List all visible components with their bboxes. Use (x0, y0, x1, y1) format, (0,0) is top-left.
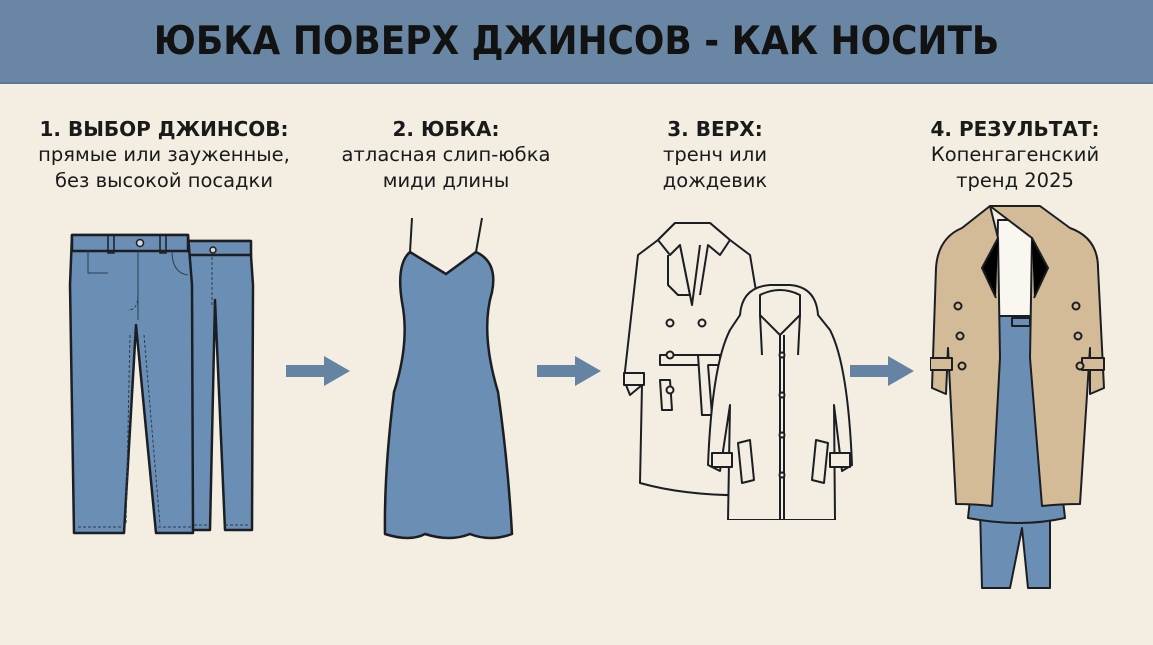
header-banner: ЮБКА ПОВЕРХ ДЖИНСОВ - КАК НОСИТЬ (0, 0, 1153, 84)
step-2-title: 2. ЮБКА: (392, 117, 500, 141)
trench-and-raincoat-illustration-icon (623, 222, 853, 520)
result-outfit-illustration-icon (930, 205, 1105, 589)
arrow-right-icon (537, 356, 601, 386)
step-3-line1: тренч или (662, 143, 767, 166)
arrow-right-icon (850, 356, 914, 386)
step-2-line2: миди длины (382, 169, 510, 192)
step-3-caption: 3. ВЕРХ: тренч или дождевик (640, 116, 790, 194)
step-1-line2: без высокой посадки (55, 169, 273, 192)
step-2-caption: 2. ЮБКА: атласная слип-юбка миди длины (330, 116, 562, 194)
step-1-caption: 1. ВЫБОР ДЖИНСОВ: прямые или зауженные, … (0, 116, 328, 194)
arrow-right-icon (286, 356, 350, 386)
step-1-line1: прямые или зауженные, (38, 143, 290, 166)
step-1-title: 1. ВЫБОР ДЖИНСОВ: (39, 117, 289, 141)
slip-skirt-illustration-icon (383, 217, 514, 540)
step-4-caption: 4. РЕЗУЛЬТАТ: Копенгагенский тренд 2025 (900, 116, 1130, 194)
page-title: ЮБКА ПОВЕРХ ДЖИНСОВ - КАК НОСИТЬ (153, 18, 1000, 64)
step-4-line1: Копенгагенский (930, 143, 1100, 166)
step-3-line2: дождевик (662, 169, 768, 192)
step-4-line2: тренд 2025 (956, 169, 1074, 192)
step-3-title: 3. ВЕРХ: (667, 117, 763, 141)
step-4-title: 4. РЕЗУЛЬТАТ: (930, 117, 1100, 141)
jeans-illustration-icon (68, 233, 255, 535)
step-2-line1: атласная слип-юбка (341, 143, 551, 166)
